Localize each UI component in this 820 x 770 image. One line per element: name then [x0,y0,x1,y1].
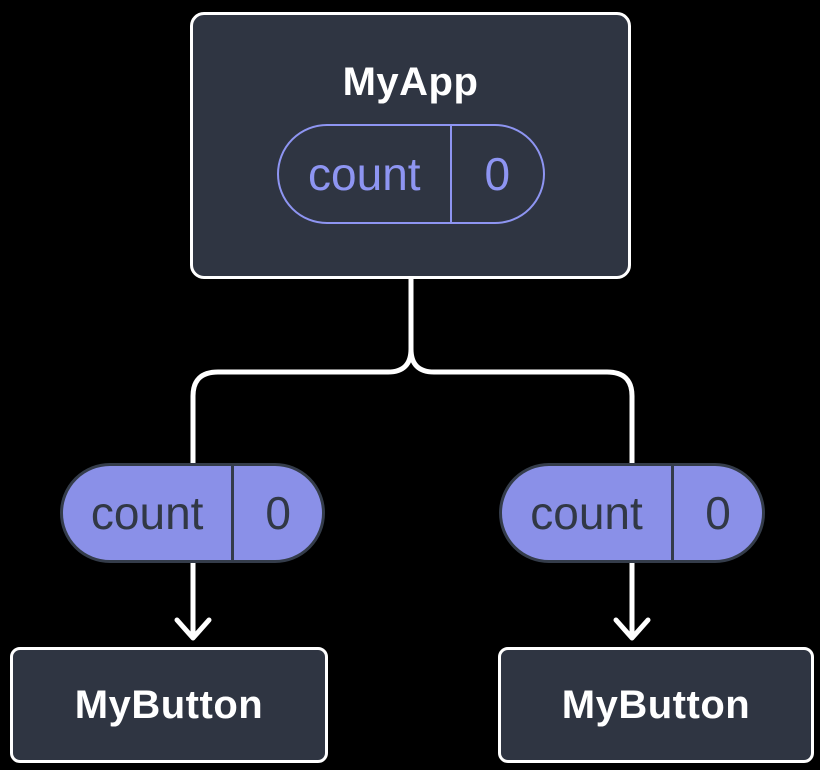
node-mybutton-right-title: MyButton [561,683,751,727]
node-mybutton-left: MyButton [10,647,328,763]
state-pill-value: 0 [484,148,511,200]
state-pill-label: count [279,126,453,222]
prop-pill-left: count 0 [60,463,325,563]
node-mybutton-right: MyButton [498,647,814,763]
arrowhead-right-icon [613,617,651,641]
prop-pill-right: count 0 [499,463,765,563]
arrowhead-left-icon [174,617,212,641]
prop-pill-right-label: count [502,466,674,560]
node-mybutton-left-title: MyButton [74,683,264,727]
prop-pill-left-value: 0 [265,487,291,539]
prop-pill-left-label: count [63,466,235,560]
connector-right-branch [408,278,635,637]
state-pill-myapp: count 0 [276,124,545,224]
node-myapp: MyApp count 0 [190,12,631,279]
connector-left-branch [190,278,414,637]
node-myapp-title: MyApp [342,60,479,104]
prop-pill-right-value: 0 [705,487,731,539]
